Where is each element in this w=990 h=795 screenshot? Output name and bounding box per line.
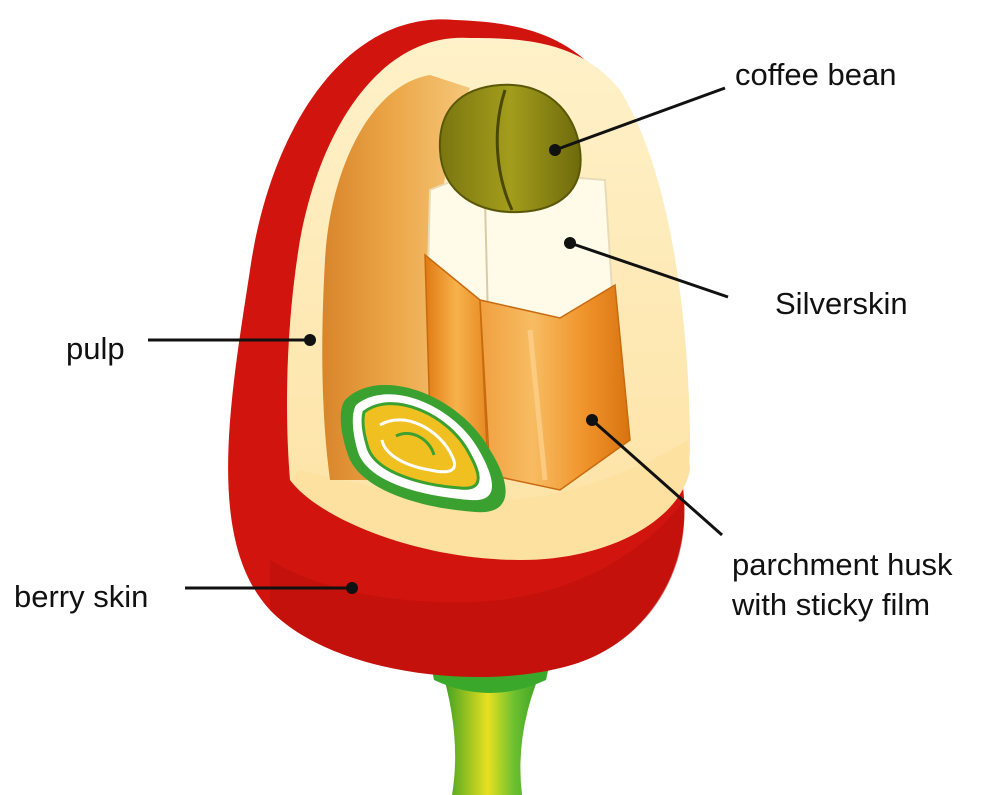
label-pulp: pulp <box>66 330 125 368</box>
label-silverskin: Silverskin <box>775 285 908 323</box>
label-parchment-line1: parchment husk <box>732 546 953 584</box>
dot-parchment <box>586 414 598 426</box>
dot-berry-skin <box>346 582 358 594</box>
dot-silverskin <box>564 237 576 249</box>
dot-pulp <box>304 334 316 346</box>
label-coffee-bean: coffee bean <box>735 56 896 94</box>
dot-coffee-bean <box>549 144 561 156</box>
label-berry-skin: berry skin <box>14 578 148 616</box>
label-parchment-line2: with sticky film <box>732 586 930 624</box>
